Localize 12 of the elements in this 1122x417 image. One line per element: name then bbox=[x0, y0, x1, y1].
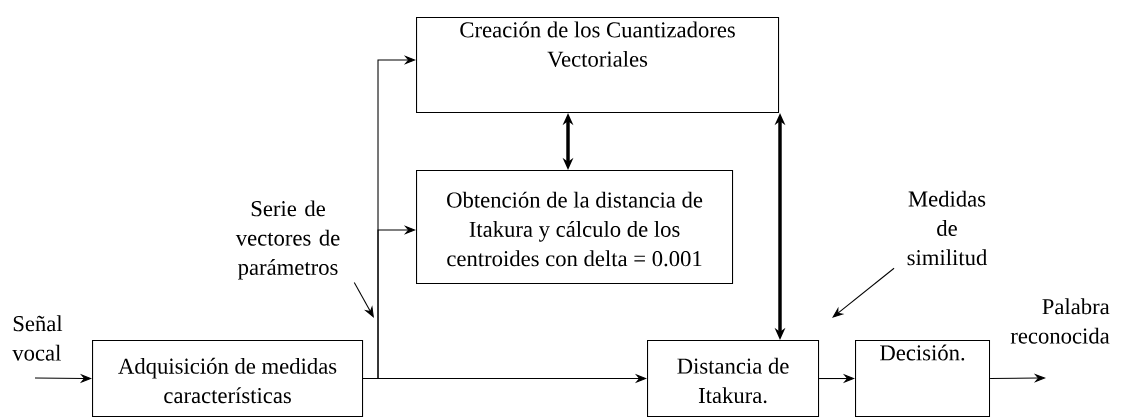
process-box: Obtención de la distancia de Itakura y cálculo de los centroides con delta = 0.001 bbox=[416, 170, 734, 285]
leader-arrow bbox=[353, 282, 374, 318]
process-box: Adquisición de medidas características bbox=[92, 340, 364, 417]
leader-arrow bbox=[832, 267, 895, 318]
signal-label: Palabra reconocida bbox=[1010, 298, 1110, 344]
annotation-text: Serie de vectores de parámetros bbox=[235, 200, 340, 280]
process-box: Distancia de Itakura. bbox=[647, 340, 820, 417]
signal-label: Señal vocal bbox=[12, 315, 63, 361]
annotation-text: Medidas de similitud bbox=[907, 190, 988, 266]
process-box: Creación de los Cuantizadores Vectoriales bbox=[416, 17, 780, 114]
arrow bbox=[989, 373, 1046, 383]
process-box: Decisión. bbox=[855, 340, 991, 417]
